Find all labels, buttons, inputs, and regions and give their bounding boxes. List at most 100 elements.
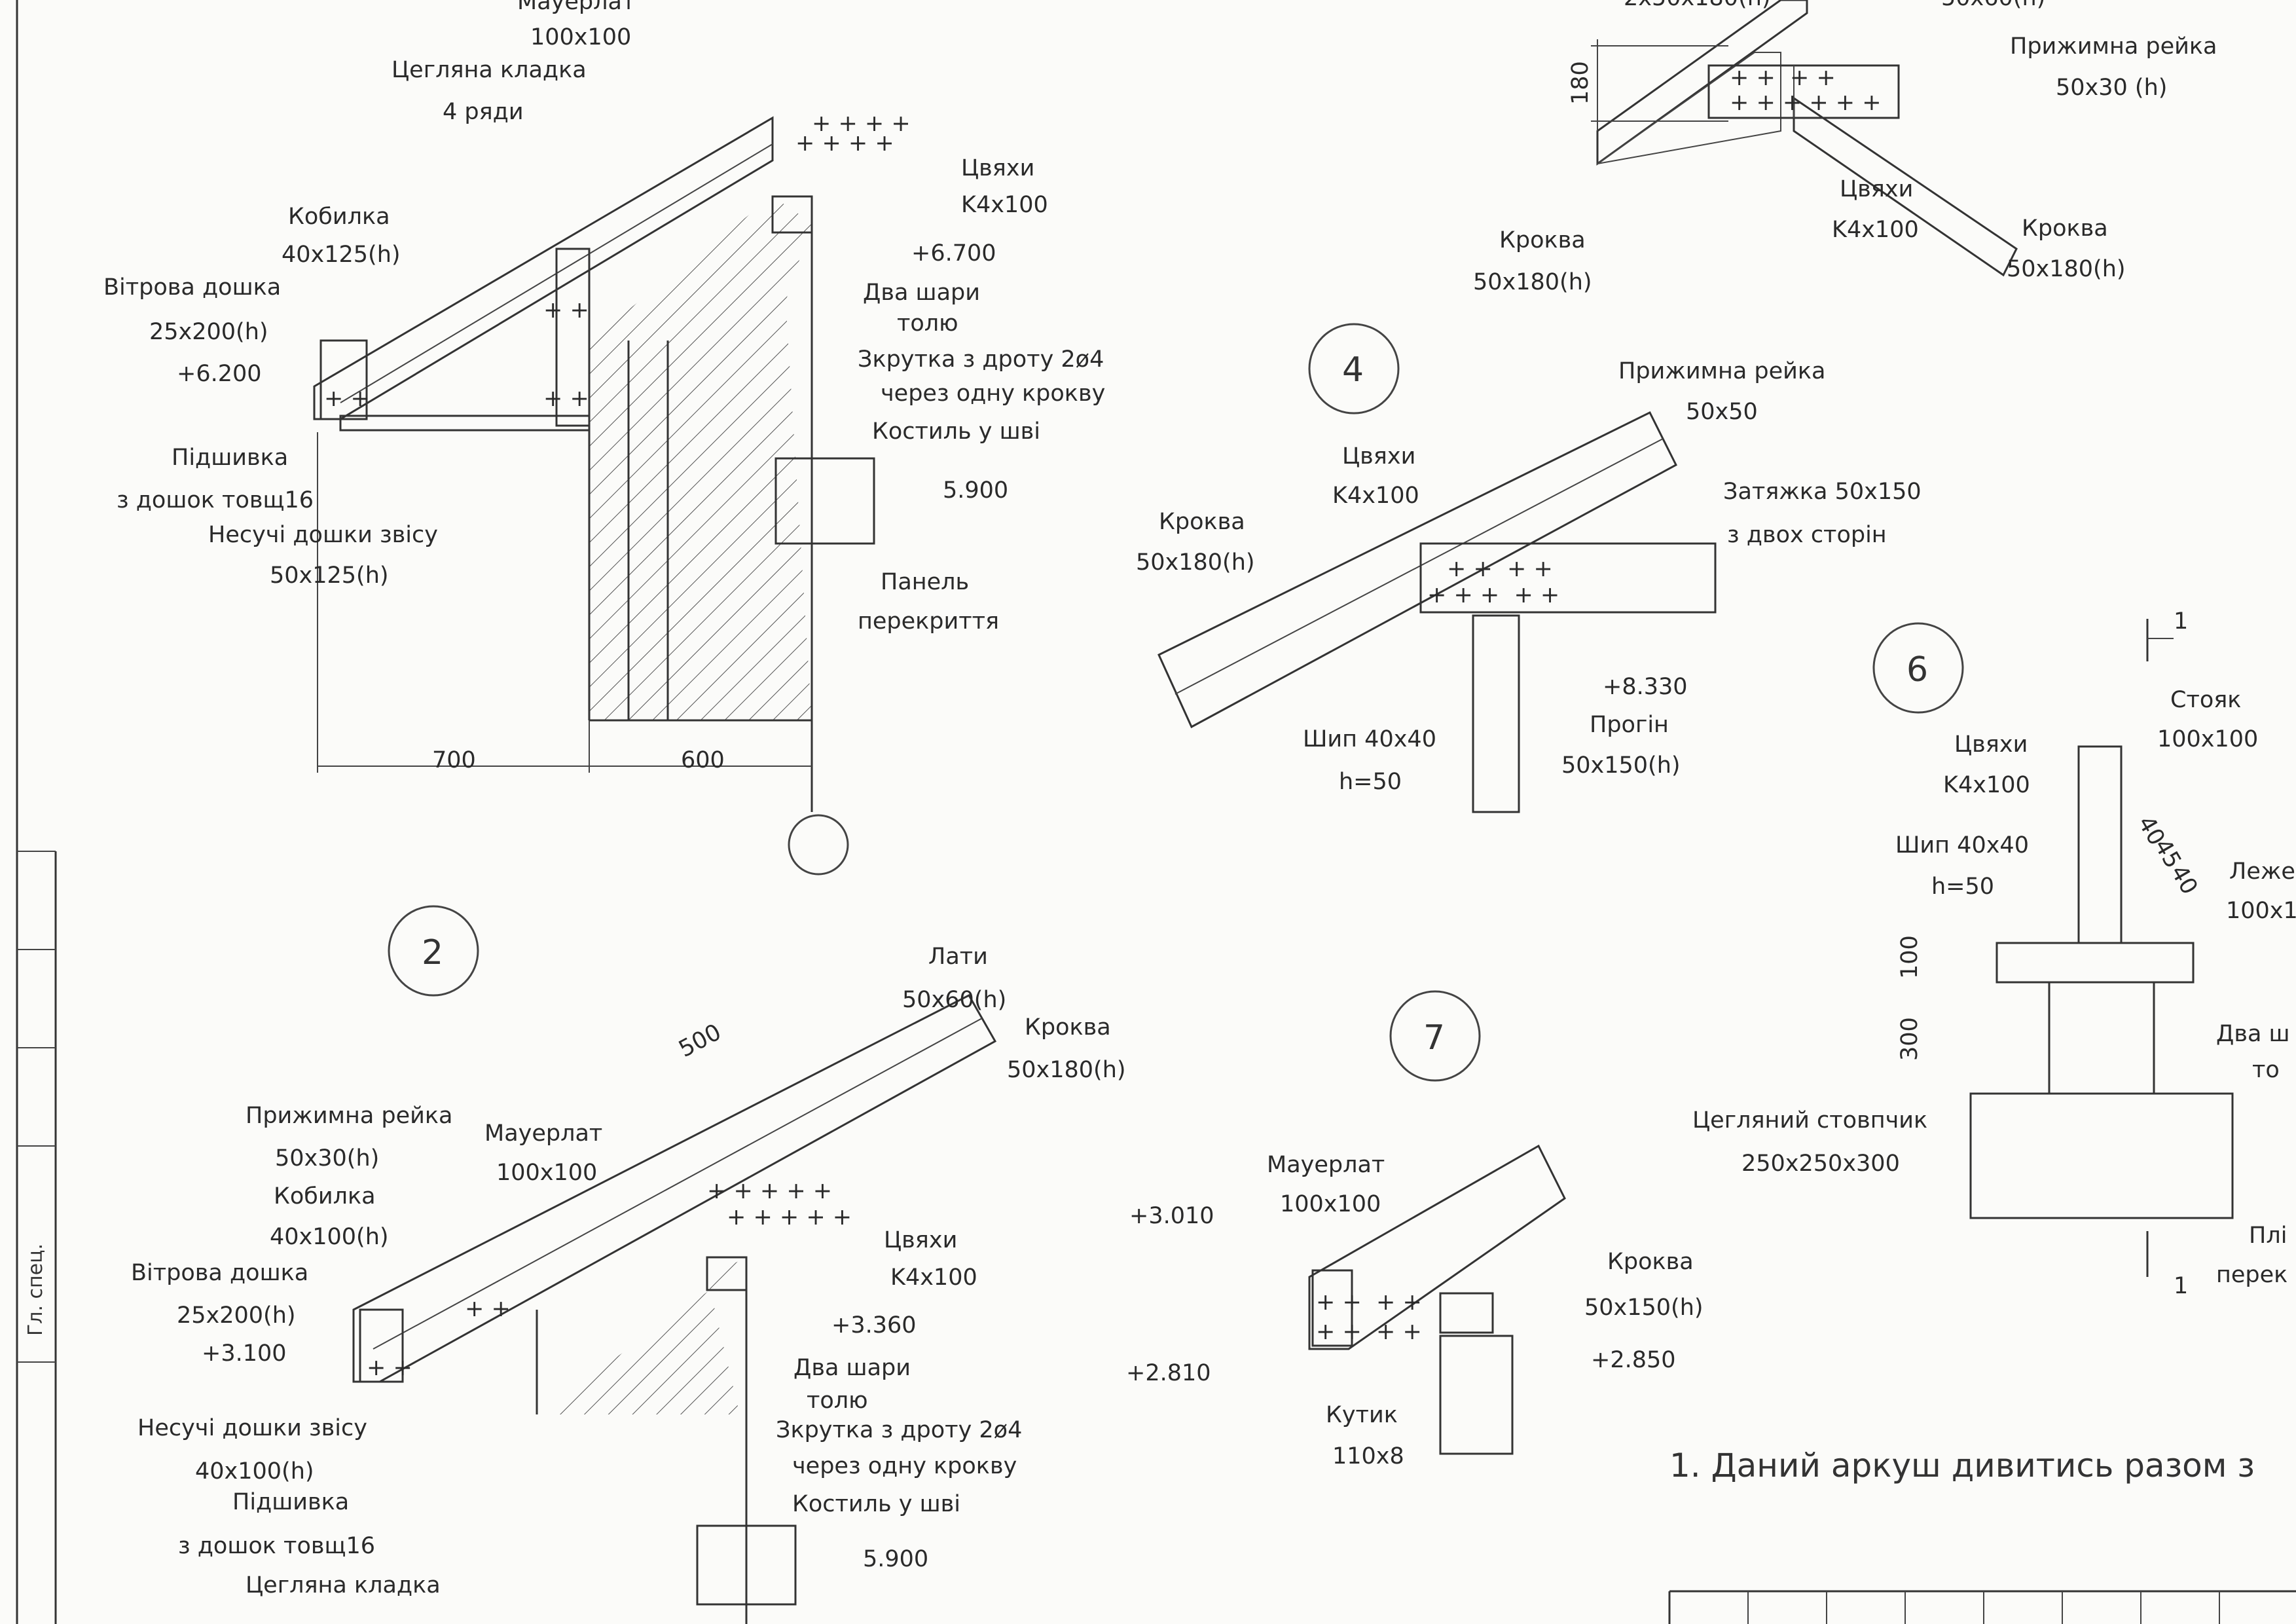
d3-rail-l2: 50x30 (h) bbox=[2056, 75, 2167, 101]
d1-wind-l2: 25x200(h) bbox=[149, 319, 268, 345]
detail-6-post-node: 6 1 1 Стояк 100x100 Цвяхи K4x100 Шип 40x… bbox=[1692, 608, 2296, 1299]
d6-dim-300: 300 bbox=[1897, 1017, 1923, 1061]
d2-tol-l1: Два шари bbox=[793, 1355, 911, 1381]
d1-mauerlat-l1: Мауерлат bbox=[517, 0, 635, 15]
d7-level-a: +3.010 bbox=[1129, 1203, 1214, 1229]
d7-mauerlat-l1: Мауерлат bbox=[1267, 1152, 1385, 1178]
d1-tol-l1: Два шари bbox=[863, 280, 980, 306]
d1-dim-600: 600 bbox=[681, 747, 725, 773]
d2-pidsh-l1: Підшивка bbox=[232, 1489, 349, 1515]
d2-pidsh-l2: з дошок товщ16 bbox=[178, 1533, 375, 1559]
d2-laty-l1: Лати bbox=[928, 944, 988, 970]
d3-rafter-left-l1: Кроква bbox=[1499, 227, 1586, 253]
svg-text:+ + + + + +: + + + + + + bbox=[1730, 90, 1882, 116]
d7-rafter-l2: 50x150(h) bbox=[1584, 1295, 1704, 1321]
d2-twist-l2: через одну крокву bbox=[792, 1453, 1017, 1479]
d2-mauerlat-l2: 100x100 bbox=[496, 1160, 597, 1186]
d7-kut-l2: 110x8 bbox=[1332, 1443, 1404, 1469]
d6-lezh-l1: Леже bbox=[2229, 858, 2295, 885]
d2-bubble bbox=[388, 905, 479, 997]
d6-nails-l2: K4x100 bbox=[1943, 772, 2030, 798]
d2-kobylka-l1: Кобилка bbox=[274, 1183, 376, 1209]
d6-ship-l1: Шип 40x40 bbox=[1895, 832, 2029, 858]
svg-text:+ +: + + bbox=[543, 386, 589, 412]
d2-rafter-l1: Кроква bbox=[1025, 1014, 1111, 1041]
d6-bubble bbox=[1872, 622, 1964, 714]
d6-tol-l2: то bbox=[2252, 1057, 2280, 1083]
d4-tie-l2: з двох сторін bbox=[1727, 522, 1887, 548]
d1-nails: + + + + + + + + + + + + + + bbox=[324, 111, 911, 412]
d4-bubble bbox=[1308, 323, 1400, 415]
d4-rafter-l1: Кроква bbox=[1159, 509, 1245, 535]
detail-3-ridge-node: + + + + + + + + + + 2x50x180(h) 50x60(h)… bbox=[1473, 0, 2217, 295]
d2-number: 2 bbox=[422, 933, 443, 972]
d1-twist-l2: через одну крокву bbox=[881, 380, 1105, 407]
detail-2-eave-node: 2 + + + + + + + + + + + + + + Лати 50x60… bbox=[131, 905, 1126, 1624]
d1-nails-l1: Цвяхи bbox=[961, 155, 1034, 181]
d1-nesuchi-l1: Несучі дошки звісу bbox=[208, 522, 438, 548]
d7-mauerlat-l2: 100x100 bbox=[1280, 1191, 1381, 1217]
d3-dim-180: 180 bbox=[1567, 61, 1594, 105]
d2-tol-l2: толю bbox=[807, 1388, 868, 1414]
d1-panel-l1: Панель bbox=[881, 569, 969, 595]
svg-text:+ +: + + bbox=[324, 386, 370, 412]
title-block-table bbox=[1668, 1590, 2296, 1624]
d2-nesuchi-l2: 40x100(h) bbox=[195, 1458, 314, 1485]
d6-nails-l1: Цвяхи bbox=[1954, 731, 2028, 758]
d4-level: +8.330 bbox=[1603, 674, 1688, 700]
d6-post-l1: Стояк bbox=[2170, 687, 2241, 713]
detail-1-eave-node: + + + + + + + + + + + + + + Мауерлат 100… bbox=[103, 0, 1105, 876]
d6-tol-l1: Два ш bbox=[2216, 1021, 2290, 1047]
sheet-note-1: 1. Даний аркуш дивитись разом з bbox=[1669, 1447, 2255, 1485]
d1-kostyl: Костиль у шві bbox=[872, 418, 1040, 445]
d1-level-top: +6.700 bbox=[911, 240, 996, 267]
d1-tol-l2: толю bbox=[897, 310, 958, 337]
d6-section-bottom: 1 bbox=[2174, 1273, 2188, 1299]
d2-kostyl: Костиль у шві bbox=[792, 1491, 960, 1517]
d6-lezh-l2: 100x1 bbox=[2226, 898, 2296, 924]
d2-rafter-l2: 50x180(h) bbox=[1007, 1057, 1126, 1083]
detail-4-purlin-node: 4 + + + + + + + + + Прижимна рейка 50x50… bbox=[1136, 323, 1922, 813]
d4-ship-l2: h=50 bbox=[1339, 769, 1402, 795]
svg-text:+ +: + + bbox=[367, 1355, 412, 1381]
d2-brick: Цегляна кладка bbox=[246, 1572, 441, 1598]
d4-rail-l1: Прижимна рейка bbox=[1618, 358, 1826, 384]
side-label: Гл. спец. bbox=[24, 1244, 47, 1336]
svg-text:+ + + + +: + + + + + bbox=[1427, 582, 1559, 608]
d6-section-top: 1 bbox=[2174, 608, 2188, 635]
d4-rail-l2: 50x50 bbox=[1686, 399, 1758, 425]
d1-pidsh-l1: Підшивка bbox=[172, 445, 288, 471]
svg-text:+ + + +: + + + + bbox=[795, 130, 894, 157]
d2-wind-l1: Вітрова дошка bbox=[131, 1260, 308, 1286]
d2-dim-500: 500 bbox=[674, 1019, 725, 1063]
d6-slab-l2: перек bbox=[2216, 1262, 2287, 1288]
svg-text:+ + + +: + + + + bbox=[812, 111, 911, 137]
d7-number: 7 bbox=[1423, 1018, 1445, 1058]
d3-top-label: 2x50x180(h) bbox=[1624, 0, 1771, 11]
d1-nesuchi-l2: 50x125(h) bbox=[270, 563, 389, 589]
svg-text:+ + + +: + + + + bbox=[1730, 65, 1836, 91]
d4-number: 4 bbox=[1342, 350, 1364, 390]
d4-purlin-l2: 50x150(h) bbox=[1561, 752, 1681, 779]
d7-level-c: +2.850 bbox=[1591, 1347, 1676, 1373]
d6-ship-l2: h=50 bbox=[1931, 874, 1994, 900]
svg-text:+ +: + + bbox=[465, 1296, 511, 1322]
svg-text:+ + + + +: + + + + + bbox=[707, 1178, 832, 1204]
d6-slab-l1: Плі bbox=[2249, 1223, 2287, 1249]
d2-level-top: +3.360 bbox=[831, 1312, 917, 1338]
d2-wind-l2: 25x200(h) bbox=[177, 1302, 296, 1329]
d4-rafter-l2: 50x180(h) bbox=[1136, 549, 1255, 576]
d7-rafter-l1: Кроква bbox=[1607, 1249, 1694, 1275]
d1-kobylka-l1: Кобилка bbox=[288, 204, 390, 230]
d3-top-right-label: 50x60(h) bbox=[1941, 0, 2045, 11]
svg-text:+ + + + +: + + + + + bbox=[727, 1204, 852, 1230]
svg-text:+ + + +: + + + + bbox=[1447, 556, 1553, 582]
d6-number: 6 bbox=[1906, 650, 1928, 690]
d3-nails-l2: K4x100 bbox=[1832, 217, 1919, 243]
d2-twist-l1: Зкрутка з дроту 2ø4 bbox=[776, 1417, 1022, 1443]
d4-purlin-l1: Прогін bbox=[1590, 712, 1669, 738]
d1-nails-l2: K4x100 bbox=[961, 192, 1048, 218]
d1-level-panel: 5.900 bbox=[943, 477, 1008, 504]
d2-mauerlat-l1: Мауерлат bbox=[484, 1120, 602, 1147]
svg-text:+ + + +: + + + + bbox=[1316, 1289, 1422, 1316]
